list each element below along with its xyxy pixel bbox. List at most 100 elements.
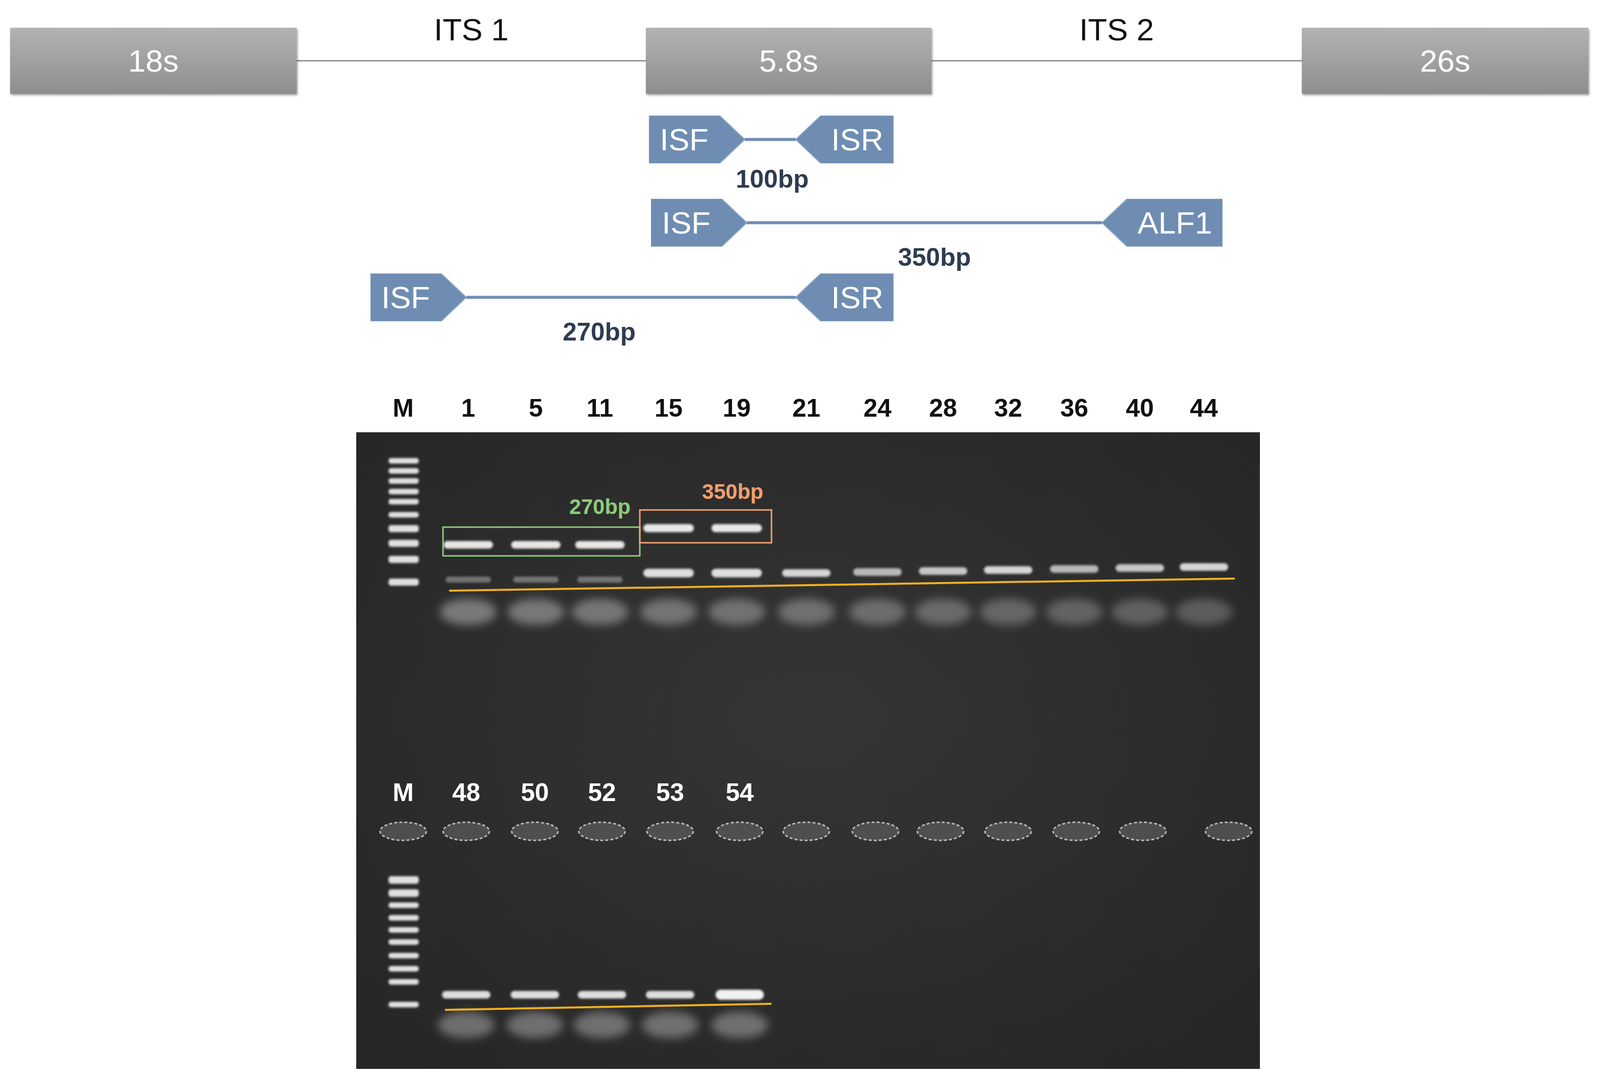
ladder-band	[388, 939, 419, 946]
primer-dimer-smear	[507, 598, 565, 626]
lane-number: 44	[1189, 395, 1219, 421]
ladder-band	[388, 512, 419, 518]
dna-band	[711, 524, 762, 533]
ladder-band	[388, 556, 419, 564]
primer-dimer-smear	[778, 598, 835, 626]
lane-number: 36	[1060, 395, 1089, 421]
primer-label: ISF	[381, 282, 456, 314]
dna-band	[853, 568, 902, 577]
gel-well	[646, 822, 694, 841]
gene-label: 26s	[1419, 45, 1471, 77]
lane-number: M	[392, 780, 414, 806]
ladder-band	[388, 499, 419, 505]
ladder-band	[388, 458, 419, 464]
primer-dimer-smear	[711, 1012, 768, 1039]
primer-dimer-smear	[914, 598, 972, 626]
gel-well	[783, 822, 830, 841]
lane-number: 32	[994, 395, 1023, 421]
amplicon-line	[466, 296, 796, 300]
lane-number: 24	[863, 395, 892, 421]
primer-outline	[370, 273, 467, 322]
lane-number: 53	[655, 780, 685, 806]
primer-arrow: ISR	[795, 115, 894, 164]
gel-well	[1205, 822, 1252, 841]
primer-label: ISR	[805, 124, 884, 156]
spacer-line	[296, 60, 646, 62]
primer-dimer-smear	[979, 598, 1037, 626]
lane-number: 19	[722, 395, 751, 421]
dna-band	[577, 576, 623, 583]
primer-arrow: ISF	[370, 273, 467, 322]
amplicon-line	[744, 138, 796, 142]
primer-label: ISF	[659, 124, 734, 156]
ladder-band	[388, 876, 419, 885]
highlight-box	[443, 527, 640, 557]
primer-outline	[648, 115, 745, 164]
band-size-label: 350bp	[701, 481, 763, 503]
rrna-gene-box: 18s	[10, 27, 297, 94]
gene-label: 5.8s	[758, 45, 818, 77]
primer-outline	[795, 273, 894, 322]
gel-well	[578, 822, 626, 841]
dna-band	[445, 576, 491, 583]
ladder-band	[388, 478, 419, 484]
primer-arrow: ISF	[648, 115, 745, 164]
amplicon-size: 270bp	[562, 319, 636, 345]
primer-outline	[1101, 198, 1223, 247]
lane-number: 15	[654, 395, 683, 421]
gel-well	[716, 822, 763, 841]
dna-band	[715, 989, 764, 1001]
gel-well	[379, 822, 427, 841]
gel-well	[984, 822, 1032, 841]
lane-number: 40	[1125, 395, 1154, 421]
spacer-line	[931, 60, 1302, 62]
lane-number: 5	[528, 395, 543, 421]
lane-number: 11	[586, 395, 614, 421]
lane-number: 52	[587, 780, 617, 806]
dna-band	[918, 567, 968, 576]
ladder-band	[388, 915, 419, 921]
dna-band	[782, 569, 831, 578]
primer-dimer-smear	[439, 598, 497, 626]
ladder-band	[388, 1002, 419, 1008]
primer-dimer-smear	[1045, 598, 1103, 626]
primer-dimer-smear	[849, 598, 906, 626]
ladder-band	[388, 953, 419, 959]
primer-arrow: ALF1	[1101, 198, 1223, 247]
primer-dimer-smear	[640, 598, 697, 626]
gel-well	[511, 822, 559, 841]
gel-well	[1053, 822, 1100, 841]
amplicon-size: 350bp	[898, 244, 972, 270]
ladder-band	[388, 889, 419, 898]
dna-band	[511, 541, 561, 549]
primer-dimer-smear	[573, 1012, 631, 1039]
lane-number: M	[392, 395, 414, 421]
dna-band	[643, 524, 694, 533]
rrna-gene-box: 5.8s	[645, 27, 932, 94]
gel-well	[917, 822, 964, 841]
ladder-band	[388, 525, 419, 533]
ladder-band	[388, 927, 419, 933]
primer-outline	[795, 115, 894, 164]
rrna-gene-box: 26s	[1301, 27, 1589, 94]
primer-arrow: ISF	[650, 198, 747, 247]
primer-dimer-smear	[641, 1012, 699, 1039]
primer-dimer-smear	[1175, 598, 1233, 626]
band-size-label: 270bp	[569, 496, 631, 518]
ladder-band	[388, 966, 419, 972]
dna-band	[645, 991, 695, 1000]
dna-band	[711, 569, 762, 578]
primer-dimer-smear	[506, 1012, 564, 1039]
primer-outline	[650, 198, 747, 247]
lane-number: 1	[461, 395, 476, 421]
ladder-band	[388, 979, 419, 985]
amplicon-size: 100bp	[735, 166, 809, 192]
primer-label: ISR	[805, 282, 884, 314]
dna-band	[577, 991, 627, 1000]
amplicon-line	[746, 221, 1102, 225]
ladder-band	[388, 539, 419, 547]
lane-number: 21	[792, 395, 821, 421]
ladder-band	[388, 902, 419, 909]
spacer-label: ITS 1	[433, 14, 509, 46]
gel-well	[443, 822, 490, 841]
